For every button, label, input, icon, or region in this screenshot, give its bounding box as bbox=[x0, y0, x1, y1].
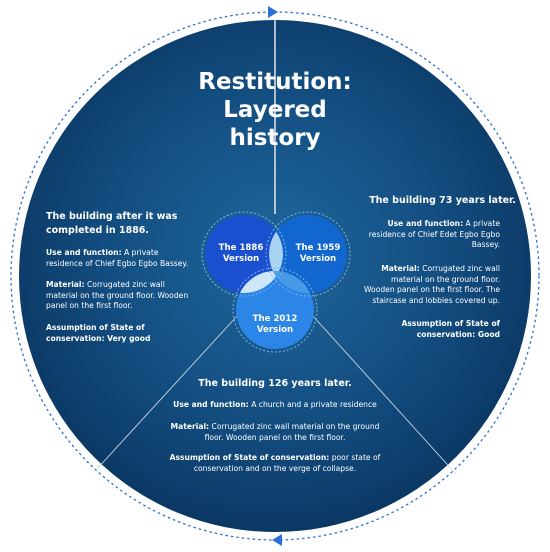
left-heading-line1: The building after it was bbox=[46, 211, 178, 222]
venn-label-1886-line2: Version bbox=[222, 253, 260, 264]
venn-label-1959-line2: Version bbox=[299, 253, 337, 264]
bottom-material-l1: Corrugated zinc wall material on the gro… bbox=[211, 422, 380, 431]
top-arrow-icon bbox=[268, 6, 278, 18]
right-assumption-l2: conservation: Good bbox=[416, 329, 500, 339]
right-use: Use and function: A private residence of… bbox=[350, 219, 500, 251]
bottom-assumption-l1: poor state of bbox=[331, 453, 381, 462]
right-assumption: Assumption of State of conservation: Goo… bbox=[350, 319, 500, 340]
venn-label-1959-line1: The 1959 bbox=[295, 243, 341, 253]
right-material: Material: Corrugated zinc wall material … bbox=[350, 264, 500, 306]
right-material-l1: Corrugated zinc wall bbox=[422, 264, 500, 273]
left-material-label: Material: bbox=[46, 280, 85, 289]
right-heading: The building 73 years later. bbox=[369, 195, 516, 206]
overlap-1886-2012 bbox=[236, 271, 283, 293]
right-assumption-l1: Assumption of State of bbox=[401, 319, 500, 328]
left-heading: The building after it was completed in 1… bbox=[46, 210, 177, 238]
title-line-2: Layered history bbox=[223, 97, 327, 151]
venn-outline-1886 bbox=[201, 211, 287, 297]
left-material-l1: Corrugated zinc wall bbox=[87, 280, 165, 289]
bottom-assumption-label: Assumption of State of conservation: bbox=[169, 453, 330, 462]
bottom-assumption: Assumption of State of conservation: poo… bbox=[130, 453, 420, 474]
diagram-title: Restitution: Layered history bbox=[175, 68, 375, 152]
bottom-use: Use and function: A church and a private… bbox=[150, 400, 400, 411]
right-material-l3: Wooden panel on the first floor. The bbox=[363, 285, 500, 295]
left-divider-line bbox=[95, 314, 239, 471]
bottom-material: Material: Corrugated zinc wall material … bbox=[150, 422, 400, 443]
overlap-1959-2012 bbox=[269, 271, 314, 293]
right-use-l1: A private bbox=[465, 219, 500, 228]
right-use-l3: Bassey. bbox=[471, 240, 500, 250]
venn-label-1959: The 1959 Version bbox=[283, 243, 353, 264]
left-heading-line2: completed in 1886. bbox=[46, 225, 150, 236]
bottom-heading: The building 126 years later. bbox=[198, 378, 352, 389]
left-use-label: Use and function: bbox=[46, 248, 122, 257]
right-material-label: Material: bbox=[381, 264, 420, 273]
bottom-assumption-l2: conservation and on the verge of collaps… bbox=[193, 463, 357, 473]
bottom-arrow-icon bbox=[272, 534, 282, 546]
venn-label-1886: The 1886 Version bbox=[206, 243, 276, 264]
left-material-l2: material on the ground floor. Wooden bbox=[46, 290, 189, 300]
right-material-l2: material on the ground floor. bbox=[390, 274, 500, 284]
title-line-1: Restitution: bbox=[198, 69, 352, 95]
venn-label-2012: The 2012 Version bbox=[240, 314, 310, 335]
venn-label-2012-line2: Version bbox=[256, 324, 294, 335]
right-divider-line bbox=[311, 314, 457, 475]
left-material: Material: Corrugated zinc wall material … bbox=[46, 280, 188, 312]
left-assumption-l2: conservation: Very good bbox=[46, 333, 151, 343]
right-material-l4: staircase and lobbies covered up. bbox=[372, 295, 500, 305]
right-use-l2: residence of Chief Edet Egbo Egbo bbox=[368, 229, 500, 239]
left-assumption-l1: Assumption of State of bbox=[46, 323, 145, 332]
bottom-use-text: A church and a private residence bbox=[251, 400, 377, 409]
bottom-use-label: Use and function: bbox=[173, 400, 249, 409]
left-assumption: Assumption of State of conservation: Ver… bbox=[46, 323, 150, 344]
left-use-l1: A private bbox=[124, 248, 159, 257]
bottom-material-l2: floor. Wooden panel on the first floor. bbox=[204, 432, 346, 442]
venn-outline-2012 bbox=[232, 267, 318, 353]
venn-outline-1959 bbox=[265, 211, 351, 297]
left-use: Use and function: A private residence of… bbox=[46, 248, 188, 269]
venn-label-2012-line1: The 2012 bbox=[252, 314, 298, 324]
bottom-material-label: Material: bbox=[170, 422, 210, 431]
left-use-l2: residence of Chief Egbo Egbo Bassey. bbox=[46, 258, 189, 268]
right-use-label: Use and function: bbox=[387, 219, 464, 228]
left-material-l3: panel on the first floor. bbox=[46, 301, 133, 311]
venn-label-1886-line1: The 1886 bbox=[218, 243, 264, 253]
